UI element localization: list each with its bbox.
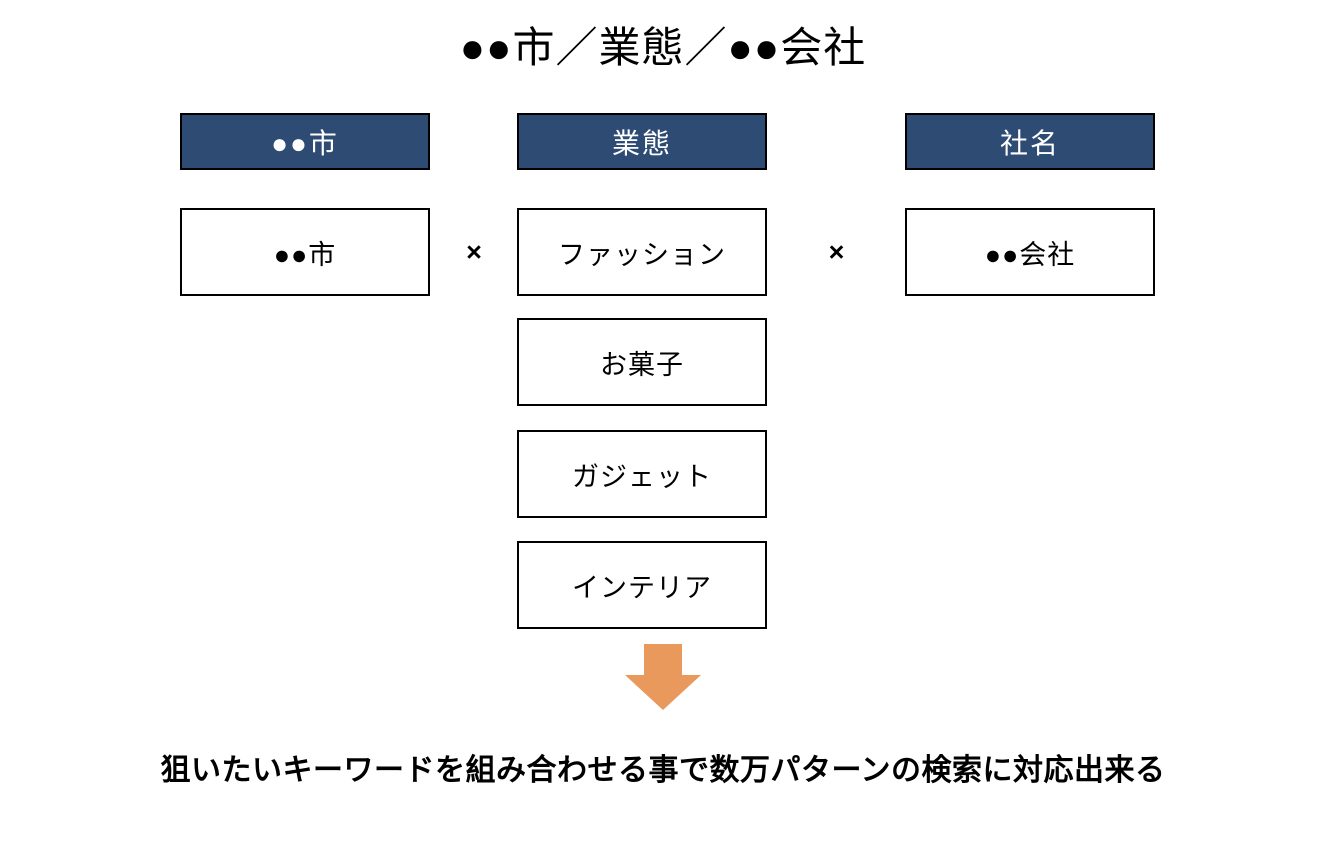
industry-box-gadget: ガジェット	[517, 430, 767, 518]
down-arrow-shape	[625, 644, 701, 710]
page-title: ●●市／業態／●●会社	[459, 24, 867, 71]
industry-box-fashion: ファッション	[517, 208, 767, 296]
multiply-sign: ×	[828, 236, 845, 267]
down-arrow-icon	[625, 644, 701, 710]
multiply-sign: ×	[466, 236, 482, 267]
industry-box-sweets: お菓子	[517, 318, 767, 406]
header-industry: 業態	[517, 113, 767, 170]
header-company: 社名	[905, 113, 1155, 170]
footer-text: 狙いたいキーワードを組み合わせる事で数万パターンの検索に対応出来る	[160, 754, 1166, 787]
company-box: ●●会社	[905, 208, 1155, 296]
header-city: ●●市	[180, 113, 430, 170]
industry-box-interior: インテリア	[517, 541, 767, 629]
city-box: ●●市	[180, 208, 430, 296]
